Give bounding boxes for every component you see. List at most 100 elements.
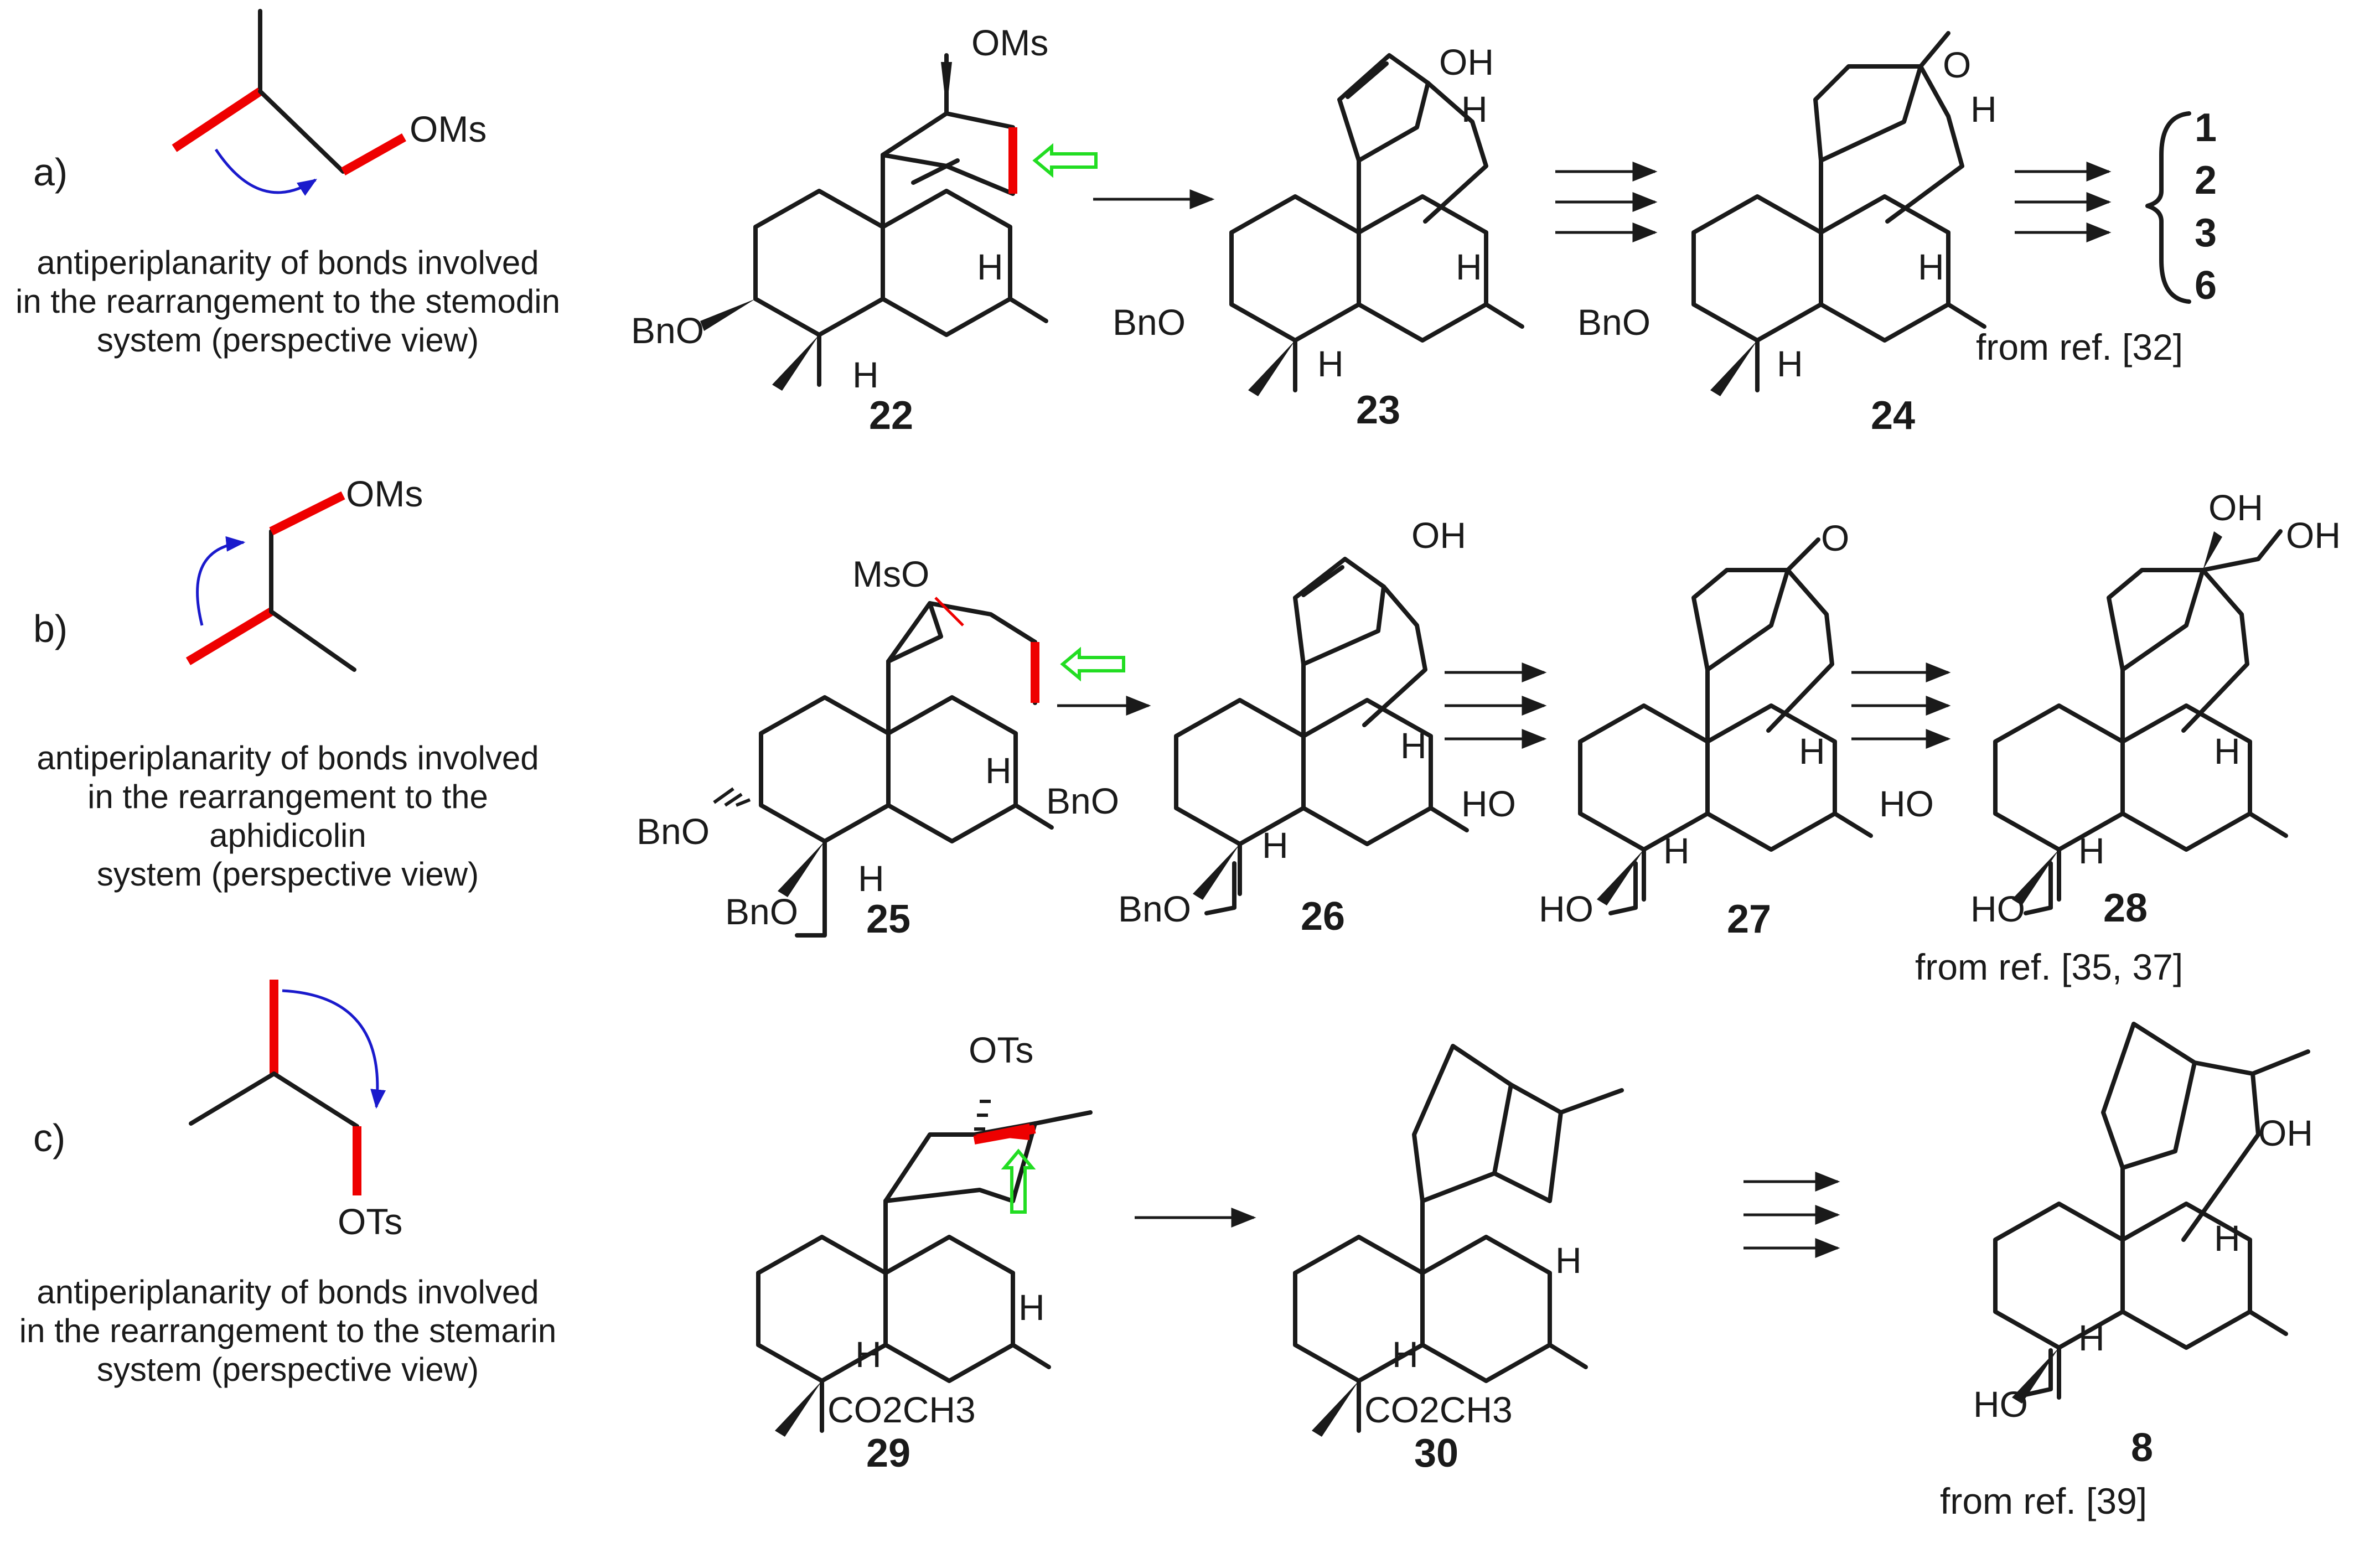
c25-oms: MsO [852,553,929,594]
c27-o: O [1821,517,1849,558]
row-b-note-line-1: antiperiplanarity of bonds involved [37,739,539,776]
row-b-note-line-2: in the rearrangement to the [87,778,488,815]
arrows-b2 [1445,662,1547,749]
c29-h2: H [855,1334,882,1375]
c8-side-chain: HO [1973,1384,2028,1425]
targets-brace [2145,111,2191,304]
compound-30: H H CO2CH3 30 [1295,1044,1624,1475]
row-c: c) OTs antiperiplanarity of bonds involv… [19,980,2313,1521]
compound-8: OH H H HO 8 [1973,1022,2313,1470]
c26-oh: OH [1411,515,1466,556]
c25-h2: H [858,858,884,899]
c24-h2: H [1777,343,1803,384]
c28-ho: HO [1879,783,1934,824]
row-a-label: a) [33,151,68,194]
row-c-note: antiperiplanarity of bonds involved in t… [19,1273,557,1388]
row-c-note-line-3: system (perspective view) [97,1351,479,1388]
compound-23: OH H BnO H H 23 [1113,42,1522,432]
row-b-note-line-3: aphidicolin [209,817,366,854]
c24-bridge-h: H [1970,89,1997,130]
c29-number: 29 [866,1431,910,1475]
row-a-note-line-1: antiperiplanarity of bonds involved [37,244,539,281]
c30-h2: H [1392,1334,1419,1375]
ref-b: from ref. [35, 37] [1915,946,2183,987]
c28-side-chain: HO [1970,888,2025,929]
c26-h2: H [1262,825,1289,866]
c30-number: 30 [1414,1431,1458,1475]
compound-24: O H BnO H H 24 [1577,31,1997,438]
arrows-a2 [1555,162,1658,242]
row-c-note-line-1: antiperiplanarity of bonds involved [37,1273,539,1311]
row-b-model-og: OMs [346,473,423,514]
c30-ester: CO2CH3 [1364,1389,1513,1430]
row-c-note-line-2: in the rearrangement to the stemarin [19,1312,557,1349]
c28-oh-1: OH [2208,487,2263,528]
c27-ho: HO [1461,783,1516,824]
row-b-note: antiperiplanarity of bonds involved in t… [37,739,539,893]
row-c-model: OTs [189,980,402,1242]
arrows-b3 [1851,662,1951,749]
row-b-label: b) [33,607,68,650]
c28-h2: H [2078,830,2105,871]
c23-number: 23 [1356,388,1400,432]
c22-og: OMs [971,22,1048,63]
c25-number: 25 [866,897,910,941]
compound-22: OMs BnO H H 22 [631,22,1098,438]
c24-number: 24 [1871,394,1915,438]
c26-obn: BnO [1046,780,1119,821]
compound-25: MsO BnO H H BnO 25 [637,553,1125,941]
c8-oh: OH [2258,1112,2313,1153]
c29-ots: OTs [969,1029,1033,1070]
c27-side-chain: HO [1539,888,1593,929]
row-b-model: OMs [185,473,423,672]
row-b: b) OMs antiperiplanarity of bonds involv… [33,473,2341,987]
c30-h1: H [1555,1240,1582,1281]
arrows-c2 [1743,1172,1840,1258]
row-b-note-line-4: system (perspective view) [97,856,479,893]
c26-h1: H [1400,725,1427,766]
arrows-a3 [2015,162,2112,242]
c22-obn: BnO [631,310,704,351]
row-a-model: OMs [172,9,487,196]
row-a-model-og: OMs [410,108,487,149]
compound-26: OH BnO H H BnO 26 [1046,515,1467,939]
compound-27: O HO H H HO 27 [1461,517,1871,941]
c29-ester: CO2CH3 [827,1389,976,1430]
target-2: 2 [2195,158,2217,203]
row-a: a) OMs antiperiplanarity of bonds involv… [15,9,2217,438]
c8-number: 8 [2131,1426,2153,1470]
c27-h2: H [1663,830,1690,871]
c24-h1: H [1918,246,1944,287]
target-6: 6 [2195,263,2217,308]
c28-number: 28 [2103,886,2148,930]
compound-29: OTs H H CO2CH3 29 [758,1029,1093,1475]
ref-c: from ref. [39] [1940,1480,2147,1521]
ref-a: from ref. [32] [1976,327,2183,367]
c23-bridge-h: H [1461,89,1488,130]
c25-h1: H [985,750,1012,791]
c22-number: 22 [869,394,913,438]
target-3: 3 [2195,211,2217,255]
c24-o: O [1943,44,1971,85]
c26-number: 26 [1301,894,1345,939]
c23-h1: H [1456,246,1482,287]
c26-side-chain: BnO [1118,888,1191,929]
c28-h1: H [2214,731,2241,772]
row-c-model-og: OTs [338,1201,402,1242]
c23-obn: BnO [1113,302,1186,343]
row-a-note-line-2: in the rearrangement to the stemodin [15,283,560,320]
c22-h2: H [852,354,879,395]
c8-h1: H [2214,1218,2241,1259]
row-c-label: c) [33,1116,65,1159]
c23-h2: H [1317,343,1344,384]
c27-number: 27 [1727,897,1771,941]
c25-side-chain: BnO [725,891,798,932]
c29-h1: H [1018,1287,1045,1328]
c27-h1: H [1799,731,1825,772]
row-a-note-line-3: system (perspective view) [97,322,479,359]
c8-h2: H [2078,1317,2105,1358]
c24-obn: BnO [1577,302,1651,343]
compound-28: OH OH HO H H HO 28 [1879,487,2341,930]
c22-h1: H [977,246,1003,287]
